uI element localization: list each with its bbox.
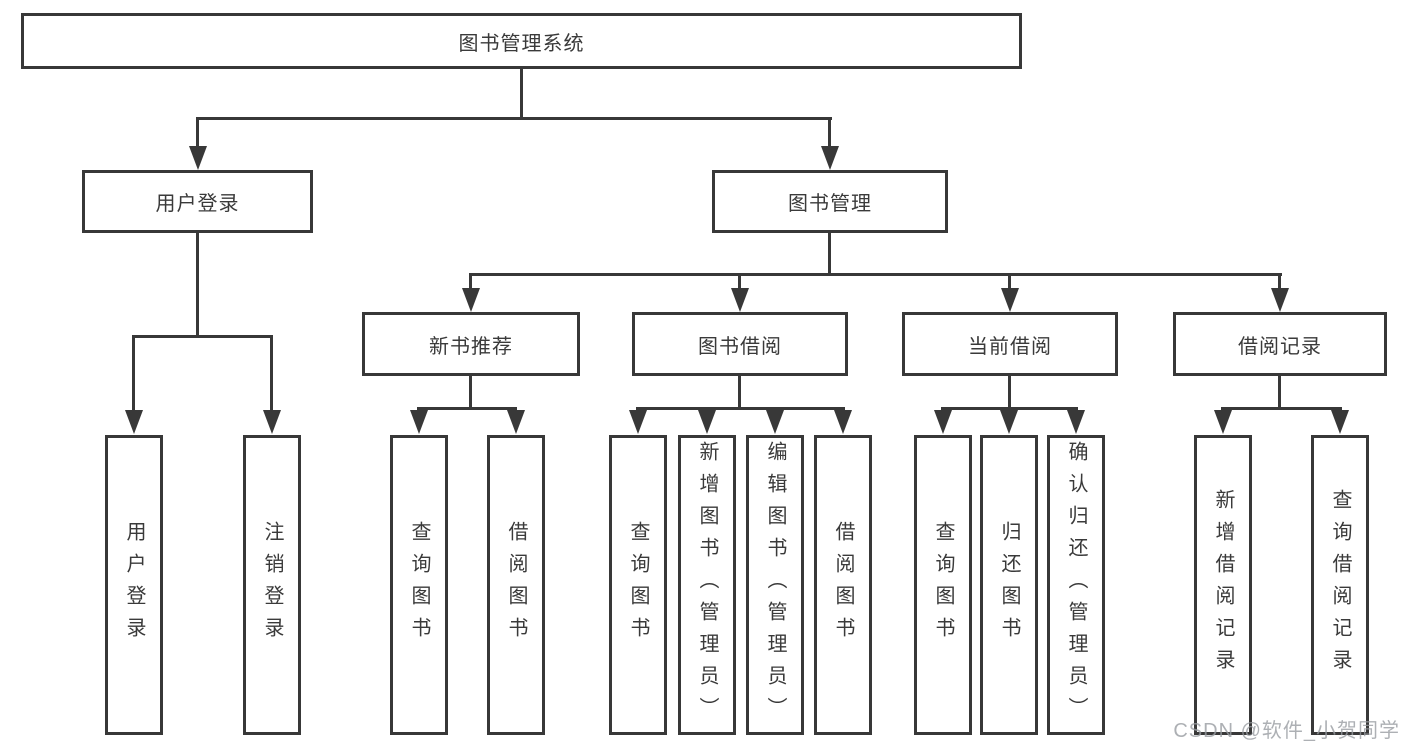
node-book-borrow-label: 图书借阅 bbox=[698, 335, 782, 358]
connector-root-drop bbox=[520, 69, 523, 120]
node-leaf-bb-query-books-label: 查询图书 bbox=[627, 521, 649, 649]
arrowhead-down-icon bbox=[263, 410, 281, 434]
connector-book-mgmt-drop bbox=[828, 233, 831, 276]
connector-borrow-records-drop bbox=[1278, 376, 1281, 410]
node-book-mgmt-label: 图书管理 bbox=[788, 193, 872, 215]
node-user-login-label: 用户登录 bbox=[155, 193, 240, 215]
node-book-borrow: 图书借阅 bbox=[632, 312, 848, 376]
arrowhead-down-icon bbox=[698, 410, 716, 434]
arrowhead-down-icon bbox=[629, 410, 647, 434]
connector-user-login-drop bbox=[196, 233, 199, 338]
connector-current-borrow-drop bbox=[1008, 376, 1011, 410]
connector-book-borrow-rail bbox=[636, 407, 845, 410]
arrowhead-down-icon bbox=[410, 410, 428, 434]
arrowhead-down-icon bbox=[731, 288, 749, 312]
node-book-mgmt: 图书管理 bbox=[712, 170, 948, 233]
arrowhead-down-icon bbox=[1000, 410, 1018, 434]
node-leaf-bb-add-books-admin-label: 新增图书（管理员） bbox=[696, 441, 718, 729]
node-leaf-nb-query-books: 查询图书 bbox=[390, 435, 448, 735]
arrowhead-down-icon bbox=[1331, 410, 1349, 434]
connector-borrow-records-rail bbox=[1221, 407, 1342, 410]
node-leaf-cb-return-books: 归还图书 bbox=[980, 435, 1038, 735]
node-leaf-cb-query-books: 查询图书 bbox=[914, 435, 972, 735]
node-leaf-logout-label: 注销登录 bbox=[261, 521, 283, 649]
node-leaf-nb-borrow-books-label: 借阅图书 bbox=[505, 521, 527, 649]
arrowhead-down-icon bbox=[766, 410, 784, 434]
connector-book-borrow-drop bbox=[738, 376, 741, 410]
arrowhead-down-icon bbox=[462, 288, 480, 312]
connector-leaf-stem bbox=[270, 335, 273, 412]
node-leaf-user-login-label: 用户登录 bbox=[123, 521, 145, 649]
connector-book-mgmt-stem bbox=[828, 117, 831, 148]
node-leaf-cb-return-books-label: 归还图书 bbox=[998, 521, 1020, 649]
node-borrow-records: 借阅记录 bbox=[1173, 312, 1387, 376]
arrowhead-down-icon bbox=[821, 146, 839, 170]
connector-current-borrow-rail bbox=[941, 407, 1078, 410]
node-leaf-br-query-record-label: 查询借阅记录 bbox=[1329, 489, 1351, 681]
node-leaf-nb-borrow-books: 借阅图书 bbox=[487, 435, 545, 735]
node-leaf-br-query-record: 查询借阅记录 bbox=[1311, 435, 1369, 735]
node-leaf-cb-confirm-return-admin: 确认归还（管理员） bbox=[1047, 435, 1105, 735]
arrowhead-down-icon bbox=[834, 410, 852, 434]
node-leaf-br-add-record-label: 新增借阅记录 bbox=[1212, 489, 1234, 681]
arrowhead-down-icon bbox=[1214, 410, 1232, 434]
node-leaf-bb-borrow-books-label: 借阅图书 bbox=[832, 521, 854, 649]
node-user-login: 用户登录 bbox=[82, 170, 313, 233]
arrowhead-down-icon bbox=[189, 146, 207, 170]
connector-new-books-stem bbox=[469, 273, 472, 291]
connector-current-borrow-stem bbox=[1008, 273, 1011, 291]
node-root-label: 图书管理系统 bbox=[458, 32, 585, 55]
connector-user-login-rail bbox=[132, 335, 273, 338]
connector-new-books-drop bbox=[469, 376, 472, 410]
node-leaf-bb-query-books: 查询图书 bbox=[609, 435, 667, 735]
node-borrow-records-label: 借阅记录 bbox=[1238, 335, 1322, 358]
arrowhead-down-icon bbox=[1271, 288, 1289, 312]
node-leaf-cb-query-books-label: 查询图书 bbox=[932, 521, 954, 649]
node-new-books: 新书推荐 bbox=[362, 312, 580, 376]
connector-level3-rail bbox=[469, 273, 1282, 276]
connector-user-login-stem bbox=[196, 117, 199, 148]
node-leaf-bb-add-books-admin: 新增图书（管理员） bbox=[678, 435, 736, 735]
connector-new-books-rail bbox=[417, 407, 517, 410]
node-leaf-bb-edit-books-admin-label: 编辑图书（管理员） bbox=[764, 441, 786, 729]
node-current-borrow: 当前借阅 bbox=[902, 312, 1118, 376]
node-leaf-bb-edit-books-admin: 编辑图书（管理员） bbox=[746, 435, 804, 735]
arrowhead-down-icon bbox=[1067, 410, 1085, 434]
node-root: 图书管理系统 bbox=[21, 13, 1022, 69]
arrowhead-down-icon bbox=[507, 410, 525, 434]
node-leaf-user-login: 用户登录 bbox=[105, 435, 163, 735]
connector-level2-rail bbox=[196, 117, 832, 120]
arrowhead-down-icon bbox=[1001, 288, 1019, 312]
node-current-borrow-label: 当前借阅 bbox=[968, 335, 1052, 358]
watermark: CSDN @软件_小贺同学 bbox=[1173, 720, 1400, 742]
node-leaf-cb-confirm-return-admin-label: 确认归还（管理员） bbox=[1065, 441, 1087, 729]
node-leaf-br-add-record: 新增借阅记录 bbox=[1194, 435, 1252, 735]
connector-borrow-records-stem bbox=[1278, 273, 1281, 291]
arrowhead-down-icon bbox=[934, 410, 952, 434]
connector-leaf-stem bbox=[132, 335, 135, 412]
node-leaf-logout: 注销登录 bbox=[243, 435, 301, 735]
node-leaf-bb-borrow-books: 借阅图书 bbox=[814, 435, 872, 735]
connector-book-borrow-stem bbox=[738, 273, 741, 291]
arrowhead-down-icon bbox=[125, 410, 143, 434]
node-leaf-nb-query-books-label: 查询图书 bbox=[408, 521, 430, 649]
node-new-books-label: 新书推荐 bbox=[429, 335, 513, 358]
